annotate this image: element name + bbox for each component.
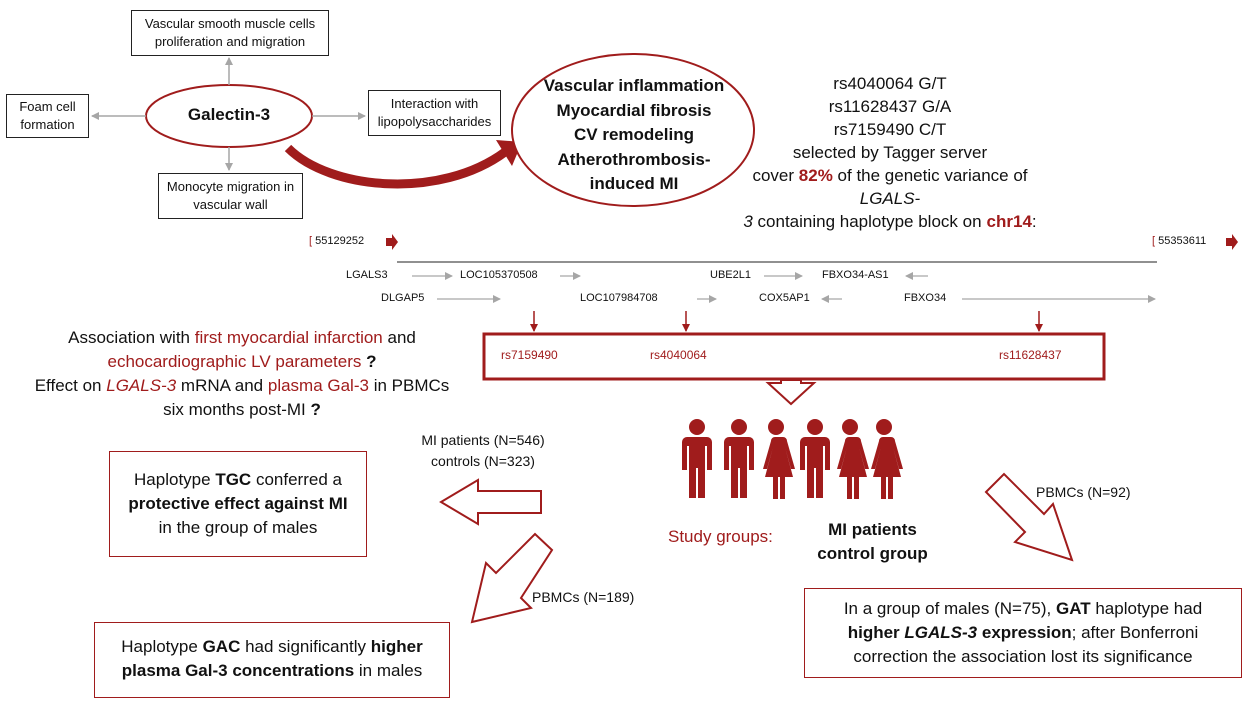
snp-box	[482, 332, 1106, 381]
pbmc-189-label: PBMCs (N=189)	[532, 589, 635, 605]
group-controls: control group	[817, 544, 928, 563]
snp-info-1: rs4040064 G/T	[833, 74, 947, 93]
region-start: [ 55129252	[309, 235, 365, 247]
hollow-diagonal-right-arrow	[984, 472, 1074, 562]
hollow-left-arrow	[439, 478, 542, 526]
snp-info-2: rs11628437 G/A	[828, 97, 952, 116]
gene-lgals3: LGALS3	[346, 269, 388, 281]
effect-box-right: Interaction with lipopolysaccharides	[368, 90, 501, 136]
result-box-gat: In a group of males (N=75), GAT haplotyp…	[804, 588, 1242, 678]
gene-ube2l1: UBE2L1	[710, 269, 751, 281]
galectin-label: Galectin-3	[187, 105, 271, 124]
research-question: Association with first myocardial infarc…	[34, 328, 450, 419]
hollow-down-arrow	[765, 379, 817, 406]
gene-fbxo34: FBXO34	[904, 292, 947, 304]
outcomes-ellipse	[511, 53, 755, 207]
effect-box-top: Vascular smooth muscle cells proliferati…	[131, 10, 329, 56]
study-groups-label: Study groups:	[668, 527, 773, 546]
people-icon	[682, 419, 903, 499]
result-box-gac: Haplotype GAC had significantly higher p…	[94, 622, 450, 698]
outcome-4: Atherothrombosis-	[557, 149, 711, 169]
hollow-diagonal-left-arrow	[470, 532, 554, 624]
start-arrow-icon	[386, 234, 398, 250]
snp-rs4040064: rs4040064	[650, 348, 707, 362]
end-arrow-icon	[1226, 234, 1238, 250]
study-groups-list: MI patients control group	[790, 518, 955, 566]
gene-loc107984708: LOC107984708	[580, 292, 658, 304]
outcome-3: CV remodeling	[574, 125, 694, 144]
outcome-2: Myocardial fibrosis	[556, 100, 712, 120]
effect-box-bottom: Monocyte migration in vascular wall	[158, 173, 303, 219]
pbmc-92-label: PBMCs (N=92)	[1036, 484, 1131, 500]
result-box-tgc: Haplotype TGC conferred a protective eff…	[109, 451, 367, 557]
effect-box-left: Foam cell formation	[6, 94, 89, 138]
snp-rs11628437: rs11628437	[999, 348, 1062, 362]
coverage-text: cover 82% of the genetic variance of LGA…	[743, 166, 1037, 231]
coverage-percent: 82%	[798, 166, 833, 185]
outcome-1: Vascular inflammation	[543, 76, 725, 95]
cohort-label: MI patients (N=546) controls (N=323)	[421, 432, 545, 469]
group-mi-patients: MI patients	[828, 520, 917, 539]
chromosome-label: chr14	[986, 212, 1032, 231]
tagger-text: selected by Tagger server	[792, 143, 988, 162]
outcome-5: induced MI	[589, 174, 679, 193]
curved-arrow	[284, 144, 508, 189]
gene-fbxo34-as1: FBXO34-AS1	[822, 269, 889, 281]
snp-rs7159490: rs7159490	[501, 348, 558, 362]
gene-loc105370508: LOC105370508	[460, 269, 538, 281]
snp-info: rs4040064 G/T rs11628437 G/A rs7159490 C…	[740, 72, 1040, 164]
region-end: [ 55353611	[1152, 235, 1207, 247]
snp-info-3: rs7159490 C/T	[833, 120, 947, 139]
gene-dlgap5: DLGAP5	[381, 292, 425, 304]
outcomes-list: Vascular inflammation Myocardial fibrosi…	[518, 74, 750, 197]
gene-cox5ap1: COX5AP1	[759, 292, 810, 304]
